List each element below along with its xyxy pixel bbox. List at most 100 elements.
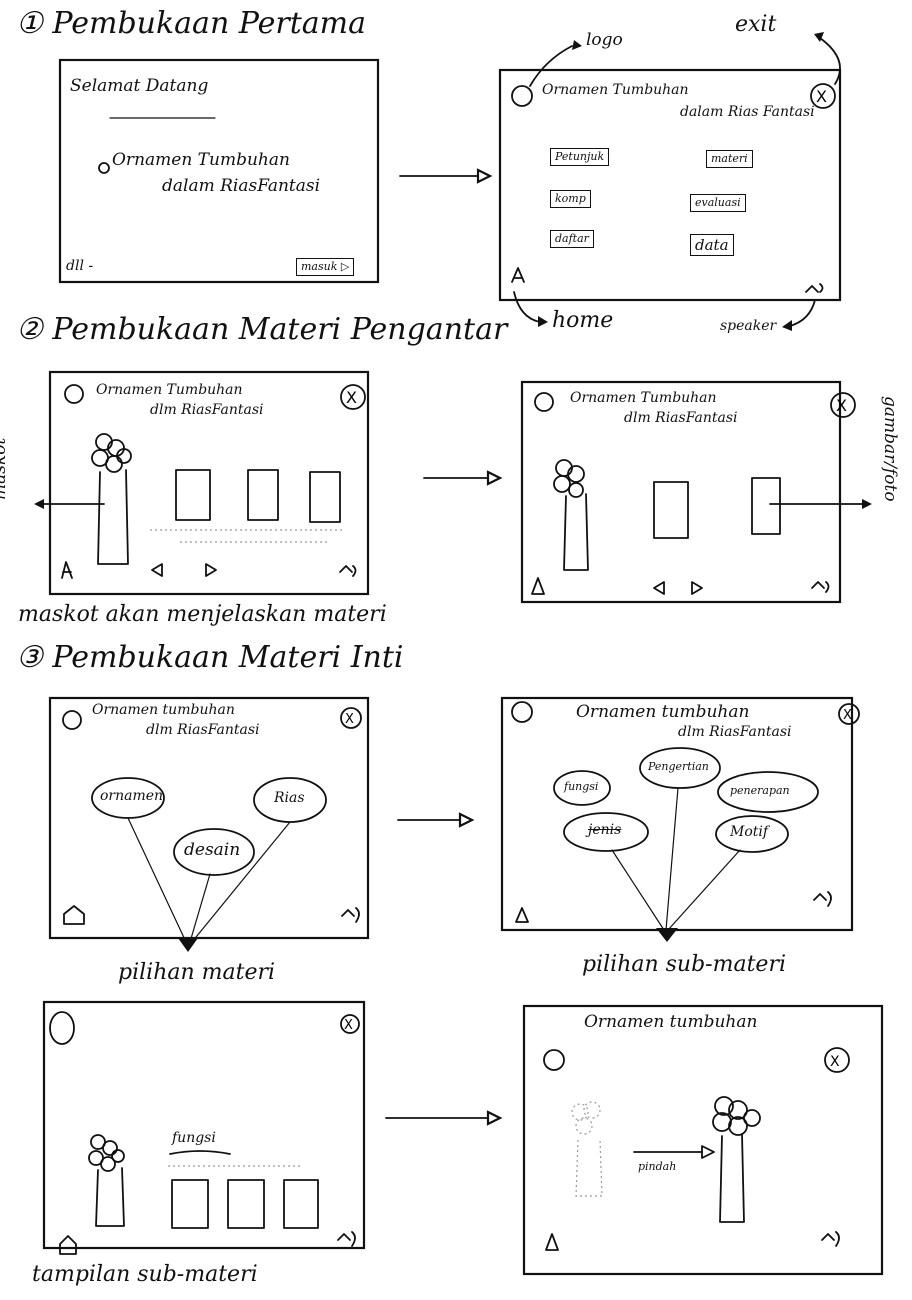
home-icon[interactable] [511, 267, 525, 283]
menu-button-evaluasi[interactable]: evaluasi [690, 194, 746, 212]
next-icon[interactable] [691, 581, 703, 595]
mascot-ghost-icon [571, 1101, 603, 1197]
last-screen-title: Ornamen tumbuhan [584, 1012, 758, 1032]
bubble-fungsi-label: fungsi [564, 780, 599, 793]
speaker-icon[interactable] [811, 581, 830, 593]
svg-text:X: X [345, 712, 354, 727]
core-screen-2-frame [500, 696, 854, 932]
home-icon[interactable] [63, 905, 85, 925]
submateri-caption: tampilan sub-materi [32, 1262, 258, 1287]
bubble-desain[interactable] [173, 828, 255, 876]
close-icon[interactable] [340, 384, 366, 410]
bubble-fungsi[interactable] [553, 770, 611, 806]
menu-button-data[interactable]: data [690, 234, 734, 256]
intro2-title-line1: Ornamen Tumbuhan [570, 390, 717, 406]
speaker-icon[interactable] [805, 283, 824, 293]
speaker-icon[interactable] [341, 907, 360, 923]
home-icon[interactable] [545, 1233, 559, 1251]
image-placeholder [227, 1179, 265, 1229]
image-placeholder [171, 1179, 209, 1229]
close-icon[interactable] [810, 83, 836, 109]
intro-caption: maskot akan menjelaskan materi [18, 602, 387, 627]
menu-button-petunjuk[interactable]: Petunjuk [550, 148, 610, 166]
welcome-text: Selamat Datang [70, 76, 209, 96]
section-3-title: ③ Pembukaan Materi Inti [16, 640, 404, 675]
main-menu-frame [498, 68, 842, 302]
next-icon[interactable] [205, 563, 217, 577]
home-icon[interactable] [59, 1235, 77, 1255]
app-title-line1: Ornamen Tumbuhan [112, 150, 290, 170]
image-placeholder [247, 469, 279, 521]
image-placeholder [283, 1179, 319, 1229]
speaker-icon[interactable] [339, 565, 357, 577]
annotation-home: home [552, 308, 614, 333]
submateri-heading: fungsi [172, 1130, 216, 1146]
menu-button-daftar[interactable]: daftar [550, 230, 594, 248]
menu-button-materi[interactable]: materi [706, 150, 753, 168]
core-screen-1-frame [48, 696, 370, 940]
section-2-title: ② Pembukaan Materi Pengantar [16, 312, 508, 347]
arrow-right-icon [476, 168, 493, 184]
credit-text: dll - [66, 258, 94, 274]
annotation-move: pindah [638, 1160, 677, 1173]
svg-text:X: X [830, 1054, 840, 1070]
home-icon[interactable] [515, 907, 529, 923]
enter-button[interactable]: masuk ▷ [296, 258, 355, 276]
speaker-icon[interactable] [337, 1231, 356, 1247]
annotation-speaker: speaker [720, 318, 777, 334]
bubble-motif[interactable] [715, 815, 789, 853]
bubble-pengertian-label: Pengertian [648, 760, 709, 773]
bubble-penerapan-label: penerapan [730, 784, 790, 797]
logo-circle-icon [511, 85, 533, 107]
speaker-icon[interactable] [821, 1231, 840, 1247]
menu-title-line2: dalam Rias Fantasi [680, 104, 815, 120]
sub-caption: pilihan sub-materi [582, 952, 787, 977]
intro2-title-line2: dlm RiasFantasi [624, 410, 738, 426]
close-icon[interactable] [340, 1014, 360, 1034]
intro-screen-1-frame [48, 370, 370, 596]
image-placeholder [175, 469, 211, 521]
bubble-jenis-label: jenis [588, 822, 622, 838]
welcome-screen-frame [58, 58, 380, 284]
submateri-screen-frame [42, 1000, 366, 1250]
annotation-exit: exit [735, 12, 777, 37]
image-placeholder [751, 477, 781, 535]
mascot-icon [88, 1134, 125, 1227]
core2-title-line2: dlm RiasFantasi [678, 724, 792, 740]
close-icon[interactable] [340, 707, 362, 729]
prev-icon[interactable] [653, 581, 665, 595]
bubble-pengertian[interactable] [639, 747, 721, 789]
core-title-line2: dlm RiasFantasi [146, 722, 260, 738]
bubble-rias-label: Rias [274, 790, 305, 806]
bubble-desain-label: desain [184, 840, 241, 860]
mascot-icon [553, 459, 589, 571]
section-1-title: ① Pembukaan Pertama [16, 6, 367, 41]
prev-icon[interactable] [151, 563, 163, 577]
speaker-icon[interactable] [813, 891, 832, 907]
home-icon[interactable] [531, 577, 545, 595]
home-icon[interactable] [61, 561, 73, 579]
core-caption: pilihan materi [118, 960, 276, 985]
annotation-image: gambar/foto [880, 396, 900, 502]
mascot-move-screen-frame [522, 1004, 884, 1276]
image-placeholder [309, 471, 341, 523]
annotation-mascot: maskot [0, 437, 10, 500]
mascot-icon [91, 433, 132, 565]
close-icon[interactable] [824, 1047, 850, 1073]
svg-text:X: X [843, 708, 852, 723]
image-placeholder [653, 481, 689, 539]
intro-title-line2: dlm RiasFantasi [150, 402, 264, 418]
menu-button-komp[interactable]: komp [550, 190, 591, 208]
close-icon[interactable] [838, 703, 860, 725]
bubble-jenis[interactable] [563, 812, 649, 852]
svg-text:X: X [836, 396, 847, 415]
intro-title-line1: Ornamen Tumbuhan [96, 382, 243, 398]
intro-screen-2-frame [520, 380, 842, 604]
bubble-penerapan[interactable] [717, 771, 819, 813]
svg-text:X: X [344, 1018, 353, 1033]
close-icon[interactable] [830, 392, 856, 418]
svg-text:X: X [346, 388, 357, 407]
core-title-line1: Ornamen tumbuhan [92, 702, 235, 718]
core2-title-line1: Ornamen tumbuhan [576, 702, 750, 722]
